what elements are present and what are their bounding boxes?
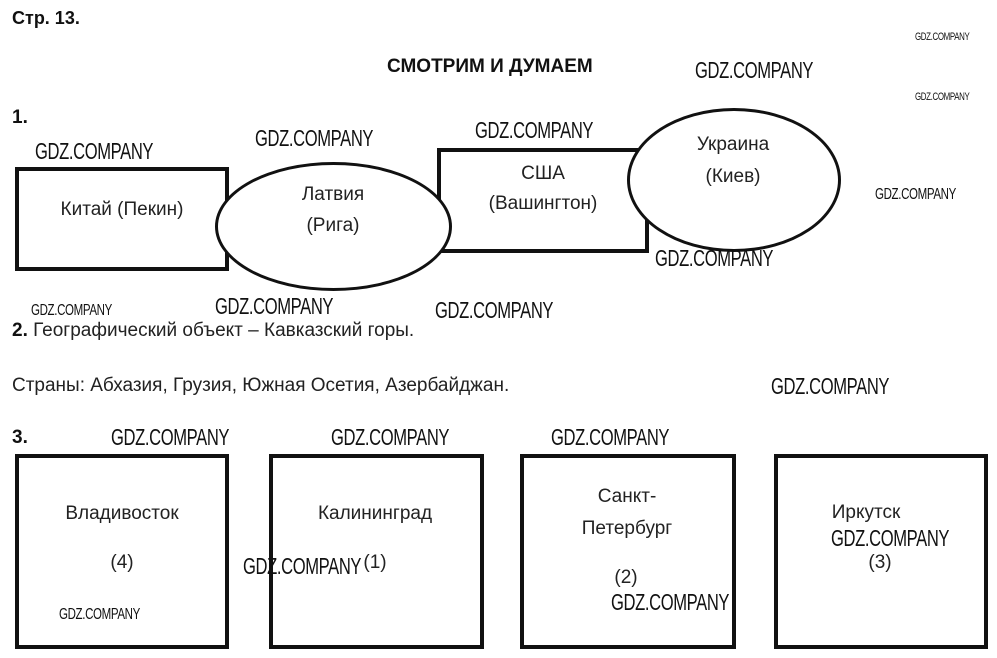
task3-number: 3. — [12, 427, 28, 448]
watermark: GDZ.COMPANY — [243, 553, 362, 579]
watermark: GDZ.COMPANY — [435, 297, 554, 323]
watermark: GDZ.COMPANY — [611, 589, 730, 615]
watermark: GDZ.COMPANY — [475, 117, 594, 143]
task2-number: 2. — [12, 320, 28, 341]
watermark: GDZ.COMPANY — [695, 57, 814, 83]
city-rank: (2) — [614, 567, 638, 588]
country-label: США — [521, 163, 565, 184]
task2-countries: Страны: Абхазия, Грузия, Южная Осетия, А… — [12, 375, 510, 396]
city-rank: (4) — [110, 552, 134, 573]
page-label: Стр. 13. — [12, 8, 80, 28]
city-name: Петербург — [581, 518, 673, 539]
watermark: GDZ.COMPANY — [915, 31, 970, 43]
city-box-irkutsk — [774, 454, 988, 649]
country-label: Латвия — [301, 184, 365, 205]
task2-text: Географический объект – Кавказский горы. — [33, 320, 415, 341]
task1-number: 1. — [12, 107, 28, 128]
city-rank: (3) — [868, 552, 892, 573]
city-box-kaliningrad — [269, 454, 484, 649]
city-name: Калининград — [317, 503, 433, 524]
watermark: GDZ.COMPANY — [551, 424, 670, 450]
task2-line: 2. Географический объект – Кавказский го… — [12, 320, 414, 342]
watermark: GDZ.COMPANY — [831, 525, 950, 551]
country-label: Украина — [696, 134, 770, 155]
watermark: GDZ.COMPANY — [255, 125, 374, 151]
watermark: GDZ.COMPANY — [875, 186, 956, 203]
capital-label: (Вашингтон) — [488, 193, 598, 214]
city-box-saint-petersburg — [520, 454, 736, 649]
watermark: GDZ.COMPANY — [215, 293, 334, 319]
capital-label: (Киев) — [705, 166, 761, 187]
city-name: Иркутск — [831, 502, 901, 523]
city-rank: (1) — [363, 552, 387, 573]
country-label: Китай (Пекин) — [60, 199, 184, 220]
watermark: GDZ.COMPANY — [331, 424, 450, 450]
page-title: СМОТРИМ И ДУМАЕМ — [387, 56, 593, 77]
country-ellipse-ukraine — [627, 108, 841, 252]
city-name: Владивосток — [65, 503, 179, 524]
watermark: GDZ.COMPANY — [915, 91, 970, 103]
city-box-vladivostok — [15, 454, 229, 649]
city-name: Санкт- — [597, 486, 657, 507]
country-ellipse-latvia — [215, 162, 452, 291]
watermark: GDZ.COMPANY — [59, 606, 140, 623]
capital-label: (Рига) — [306, 215, 360, 236]
watermark: GDZ.COMPANY — [31, 302, 112, 319]
watermark: GDZ.COMPANY — [35, 138, 154, 164]
watermark: GDZ.COMPANY — [111, 424, 230, 450]
watermark: GDZ.COMPANY — [771, 373, 890, 399]
watermark: GDZ.COMPANY — [655, 245, 774, 271]
